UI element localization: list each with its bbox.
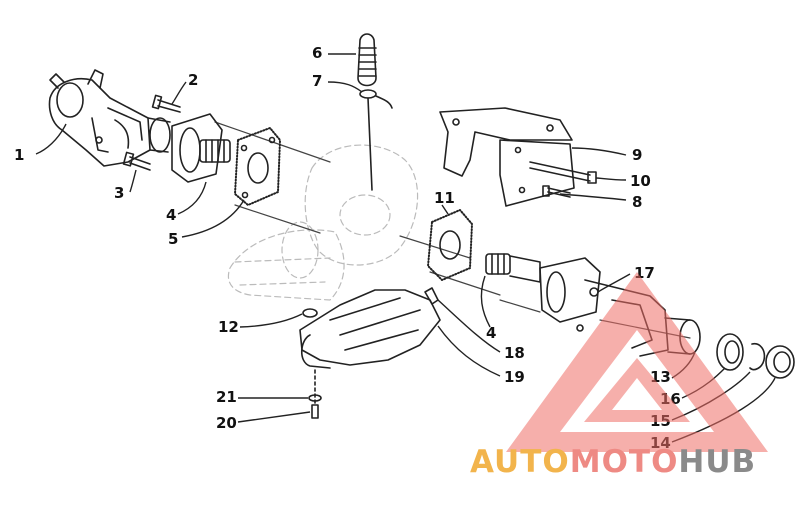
- bearing-16: [716, 333, 744, 371]
- callout-3: 3: [114, 184, 124, 202]
- svg-text:AUTOMOTOHUB: AUTOMOTOHUB: [470, 444, 756, 480]
- watermark-triangle-icon: [506, 272, 768, 452]
- left-gear-housing: [48, 69, 171, 167]
- splined-shaft-left: [171, 113, 231, 183]
- callout-9: 9: [632, 146, 642, 164]
- watermark-text-moto: MOTO: [570, 444, 679, 480]
- callout-4-right: 4: [486, 324, 496, 342]
- gasket-plate-5: [234, 127, 281, 206]
- mounting-bracket-9: [439, 107, 575, 207]
- watermark-inner-triangle-icon: [584, 358, 690, 422]
- snap-ring-15: [749, 342, 766, 371]
- callout-18: 18: [504, 344, 525, 362]
- engine-ghost-outline: [227, 144, 419, 301]
- bolt-10: [529, 161, 597, 184]
- screw-20: [311, 369, 319, 419]
- washer-12: [302, 308, 318, 318]
- callout-2: 2: [188, 71, 198, 89]
- gasket-plate-11: [427, 209, 473, 281]
- ring-7: [359, 89, 393, 191]
- bolt-3: [122, 151, 151, 171]
- callout-20: 20: [216, 414, 237, 432]
- callout-1: 1: [14, 146, 24, 164]
- watermark: AUTOMOTOHUB: [470, 272, 768, 480]
- watermark-text-hub: HUB: [678, 444, 756, 480]
- callout-8: 8: [632, 193, 642, 211]
- skid-guard-19: [299, 289, 441, 369]
- callout-7: 7: [312, 72, 322, 90]
- watermark-text-auto: AUTO: [470, 444, 570, 480]
- bolt-8: [542, 185, 571, 198]
- bolt-2: [151, 94, 181, 113]
- callout-12: 12: [218, 318, 239, 336]
- callout-21: 21: [216, 388, 237, 406]
- dust-boot-6: [357, 33, 377, 87]
- callout-4-left: 4: [166, 206, 176, 224]
- splined-shaft-right: [485, 253, 541, 283]
- callout-11: 11: [434, 189, 455, 207]
- callout-10: 10: [630, 172, 651, 190]
- callout-6: 6: [312, 44, 322, 62]
- bracket-18: [424, 287, 439, 305]
- callout-5: 5: [168, 230, 178, 248]
- callout-19: 19: [504, 368, 525, 386]
- seal-ring-14: [765, 345, 795, 379]
